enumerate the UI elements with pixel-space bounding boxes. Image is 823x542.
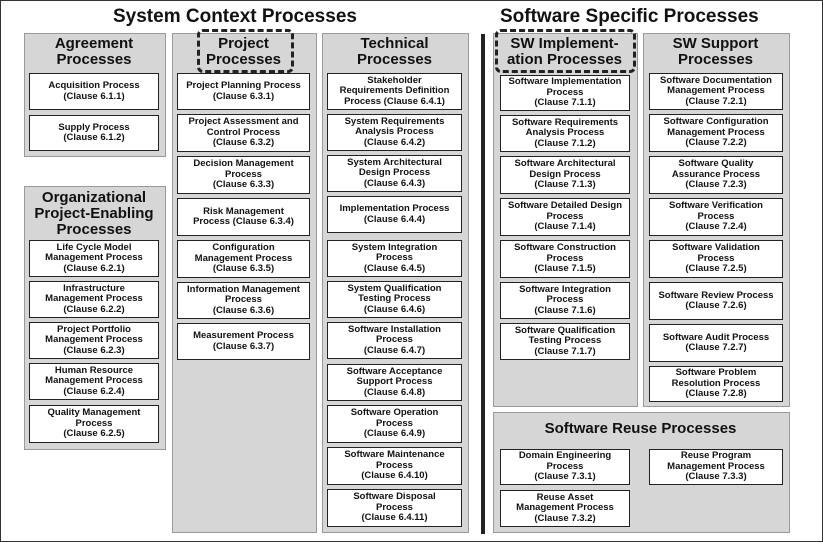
software-construction-process: Software Construction Process (Clause 7.…: [500, 240, 630, 278]
decision-management-process: Decision Management Process (Clause 6.3.…: [177, 156, 310, 194]
organizational-title: Organizational Project-Enabling Processe…: [34, 189, 154, 238]
software-detailed-design-process: Software Detailed Design Process (Clause…: [500, 198, 630, 236]
project-assessment-process: Project Assessment and Control Process (…: [177, 114, 310, 152]
software-disposal-process: Software Disposal Process (Clause 6.4.11…: [327, 489, 462, 527]
information-management-process: Information Management Process (Clause 6…: [177, 282, 310, 319]
software-validation-process: Software Validation Process (Clause 7.2.…: [649, 240, 783, 278]
infrastructure-process: Infrastructure Management Process (Claus…: [29, 281, 159, 318]
project-highlight-box: [197, 29, 294, 73]
software-verification-process: Software Verification Process (Clause 7.…: [649, 198, 783, 236]
software-installation-process: Software Installation Process (Clause 6.…: [327, 322, 462, 359]
software-review-process: Software Review Process (Clause 7.2.6): [649, 282, 783, 320]
agreement-title: Agreement Processes: [54, 35, 134, 68]
reuse-program-management-process: Reuse Program Management Process (Clause…: [649, 449, 783, 485]
software-acceptance-process: Software Acceptance Support Process (Cla…: [327, 364, 462, 401]
software-documentation-process: Software Documentation Management Proces…: [649, 73, 783, 110]
measurement-process: Measurement Process (Clause 6.3.7): [177, 323, 310, 360]
project-portfolio-process: Project Portfolio Management Process (Cl…: [29, 322, 159, 359]
human-resource-process: Human Resource Management Process (Claus…: [29, 363, 159, 400]
sw-implementation-highlight-box: [495, 29, 636, 73]
software-problem-resolution-process: Software Problem Resolution Process (Cla…: [649, 366, 783, 402]
section-divider: [481, 34, 485, 534]
technical-title: Technical Processes: [356, 35, 433, 68]
project-title: Project Processes: [205, 35, 282, 68]
life-cycle-model-process: Life Cycle Model Management Process (Cla…: [29, 240, 159, 277]
stakeholder-requirements-process: Stakeholder Requirements Definition Proc…: [327, 73, 462, 110]
system-qualification-process: System Qualification Testing Process (Cl…: [327, 281, 462, 318]
configuration-management-process: Configuration Management Process (Clause…: [177, 240, 310, 278]
domain-engineering-process: Domain Engineering Process (Clause 7.3.1…: [500, 449, 630, 485]
acquisition-process: Acquisition Process (Clause 6.1.1): [29, 73, 159, 110]
quality-management-process: Quality Management Process (Clause 6.2.5…: [29, 405, 159, 443]
software-requirements-process: Software Requirements Analysis Process (…: [500, 115, 630, 152]
system-integration-process: System Integration Process (Clause 6.4.5…: [327, 240, 462, 277]
system-requirements-process: System Requirements Analysis Process (Cl…: [327, 114, 462, 151]
system-architectural-process: System Architectural Design Process (Cla…: [327, 155, 462, 192]
software-architectural-process: Software Architectural Design Process (C…: [500, 156, 630, 194]
sw-reuse-title: Software Reuse Processes: [544, 420, 737, 437]
software-operation-process: Software Operation Process (Clause 6.4.9…: [327, 405, 462, 443]
reuse-asset-management-process: Reuse Asset Management Process (Clause 7…: [500, 490, 630, 527]
supply-process: Supply Process (Clause 6.1.2): [29, 115, 159, 151]
implementation-process: Implementation Process (Clause 6.4.4): [327, 196, 462, 233]
sw-implementation-title: SW Implement- ation Processes: [506, 35, 623, 68]
software-integration-process: Software Integration Process (Clause 7.1…: [500, 282, 630, 319]
software-configuration-process: Software Configuration Management Proces…: [649, 114, 783, 152]
software-audit-process: Software Audit Process (Clause 7.2.7): [649, 324, 783, 362]
software-implementation-process: Software Implementation Process (Clause …: [500, 75, 630, 111]
software-quality-assurance-process: Software Quality Assurance Process (Clau…: [649, 156, 783, 194]
software-maintenance-process: Software Maintenance Process (Clause 6.4…: [327, 447, 462, 485]
project-planning-process: Project Planning Process (Clause 6.3.1): [177, 73, 310, 110]
system-context-title: System Context Processes: [113, 6, 357, 27]
risk-management-process: Risk Management Process (Clause 6.3.4): [177, 198, 310, 236]
software-specific-title: Software Specific Processes: [500, 6, 759, 27]
software-qualification-process: Software Qualification Testing Process (…: [500, 323, 630, 360]
sw-support-title: SW Support Processes: [672, 35, 759, 68]
